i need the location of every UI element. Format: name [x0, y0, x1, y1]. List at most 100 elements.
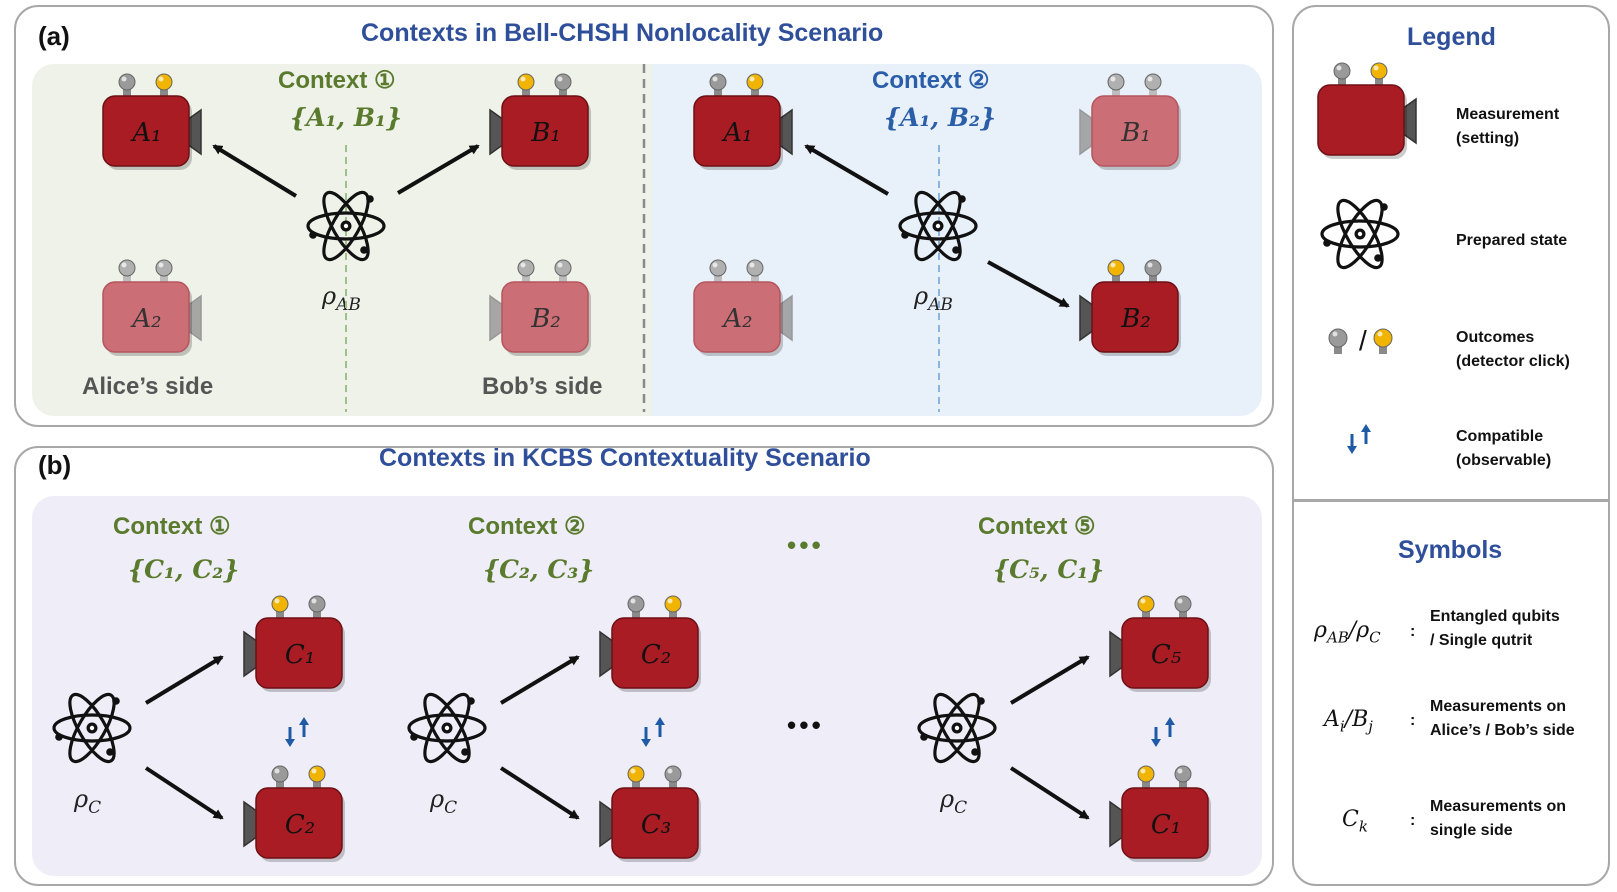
a-state-label-2: ρAB: [914, 282, 953, 315]
device-a2-ctx1-label: A₂: [132, 304, 162, 334]
symbol-ai-bj-colon: :: [1410, 712, 1416, 729]
symbol-ck: Ck: [1342, 807, 1368, 836]
symbol-rho-colon: :: [1410, 623, 1416, 640]
arrow-a-ctx1-to-a1: [212, 144, 298, 198]
b-context1-set: {C₁, C₂}: [128, 555, 240, 584]
b-context2-label: Context ②: [468, 513, 586, 540]
legend-outcomes-slash: /: [1359, 325, 1367, 356]
device-c3-ctx2: [599, 765, 701, 862]
device-b2-ctx2-body: B₂: [1092, 282, 1178, 352]
symbol-rho: ρAB/ρC: [1314, 618, 1381, 647]
atom-b-ctx1: [52, 686, 132, 770]
legend-outcome-bulbs: [1328, 328, 1393, 354]
device-b2-ctx2: [1079, 259, 1181, 356]
device-a1-ctx1-body: A₁: [103, 96, 189, 166]
b-state-label-1: ρC: [74, 785, 102, 818]
symbol-rho-line1: Entangled qubits: [1430, 608, 1560, 625]
device-a2-ctx1: [102, 259, 202, 356]
legend-title: Legend: [1407, 23, 1496, 51]
device-c3-ctx2-body: C₃: [612, 788, 698, 858]
arrow-b-ctx2-down: [499, 766, 580, 820]
device-a2-ctx2: [693, 259, 793, 356]
legend-panel: Legend Measurement (setting) Prepared st…: [1292, 5, 1610, 886]
b-diagram-ellipsis: • • •: [787, 710, 821, 740]
arrow-a-ctx1-to-b1: [396, 144, 480, 195]
b-context1-label: Context ①: [113, 513, 231, 540]
device-b1-ctx1-label: B₁: [531, 118, 561, 148]
device-b1-ctx1: [489, 73, 591, 170]
arrow-a-ctx2-to-b2: [987, 260, 1070, 308]
symbol-ck-line1: Measurements on: [1430, 798, 1567, 815]
device-c1-ctx1: [243, 595, 345, 692]
device-b2-ctx1-body: B₂: [502, 282, 588, 352]
panel-a-letter: (a): [38, 21, 70, 51]
legend-device: [1317, 62, 1417, 159]
symbols-title: Symbols: [1398, 536, 1503, 564]
device-c2-ctx2: [599, 595, 701, 692]
device-c3-ctx2-label: C₃: [640, 810, 672, 840]
a-context1-label: Context ①: [278, 67, 396, 94]
device-c1-ctx5: [1109, 765, 1211, 862]
b-context5-set: {C₅, C₁}: [993, 555, 1105, 584]
device-b1-ctx2: [1079, 73, 1181, 170]
legend-compatible-label: Compatible: [1456, 428, 1544, 445]
legend-atom: [1320, 192, 1400, 276]
a-context2-label: Context ②: [872, 67, 990, 94]
atom-b-ctx2: [407, 686, 487, 770]
b-context2-set: {C₂, C₃}: [483, 555, 595, 584]
b-state-label-2: ρC: [430, 785, 458, 818]
device-b2-ctx1: [489, 259, 591, 356]
a-context1-set: {A₁, B₁}: [290, 103, 402, 132]
compatible-icon-ctx1: [285, 717, 309, 747]
symbol-ai-bj: Ai/Bj: [1324, 707, 1373, 736]
device-b2-ctx1-label: B₂: [531, 304, 561, 334]
b-context-ellipsis: • • •: [787, 530, 821, 560]
device-b1-ctx2-body: B₁: [1092, 96, 1178, 166]
device-c1-ctx1-label: C₁: [284, 640, 316, 670]
device-c5-ctx5: [1109, 595, 1211, 692]
device-c2-ctx2-label: C₂: [640, 640, 672, 670]
device-a2-ctx2-body: A₂: [694, 282, 780, 352]
device-c5-ctx5-body: C₅: [1122, 618, 1208, 688]
arrow-a-ctx2-to-a1: [804, 144, 890, 196]
symbol-ck-line2: single side: [1430, 822, 1513, 839]
device-c2-ctx1-body: C₂: [256, 788, 342, 858]
legend-device-body: [1318, 85, 1404, 155]
legend-divider: [1294, 499, 1608, 502]
legend-outcomes-sub: (detector click): [1456, 353, 1570, 370]
legend-outcomes-label: Outcomes: [1456, 329, 1535, 346]
panel-b-letter: (b): [38, 450, 72, 480]
device-a1-ctx2: [693, 73, 793, 170]
arrow-b-ctx5-down: [1009, 766, 1090, 820]
b-state-label-3: ρC: [940, 785, 968, 818]
device-b2-ctx2-label: B₂: [1121, 304, 1151, 334]
symbol-ai-bj-line2: Alice’s / Bob’s side: [1430, 722, 1575, 739]
device-b1-ctx1-body: B₁: [502, 96, 588, 166]
device-c2-ctx1: [243, 765, 345, 862]
device-a1-ctx2-label: A₁: [723, 118, 753, 148]
panel-a-title: Contexts in Bell-CHSH Nonlocality Scenar…: [361, 19, 884, 47]
legend-measurement-label: Measurement: [1456, 106, 1560, 123]
symbol-rho-line2: / Single qutrit: [1430, 632, 1533, 649]
legend-compatible-sub: (observable): [1456, 452, 1552, 469]
device-c2-ctx2-body: C₂: [612, 618, 698, 688]
device-b1-ctx2-label: B₁: [1121, 118, 1151, 148]
symbol-ai-bj-line1: Measurements on: [1430, 698, 1567, 715]
legend-state-label: Prepared state: [1456, 232, 1568, 249]
arrow-b-ctx2-up: [499, 655, 580, 705]
panel-b-title: Contexts in KCBS Contextuality Scenario: [379, 444, 871, 472]
device-c2-ctx1-label: C₂: [284, 810, 316, 840]
device-a1-ctx1-label: A₁: [132, 118, 162, 148]
atom-b-ctx5: [917, 686, 997, 770]
compatible-icon-ctx2: [641, 717, 665, 747]
device-c1-ctx5-body: C₁: [1122, 788, 1208, 858]
legend-compatible-icon: [1347, 424, 1371, 454]
device-c1-ctx1-body: C₁: [256, 618, 342, 688]
device-a2-ctx2-label: A₂: [723, 304, 753, 334]
device-a1-ctx1: [102, 73, 202, 170]
bob-side-label: Bob’s side: [482, 373, 603, 400]
legend-measurement-sub: (setting): [1456, 130, 1520, 147]
arrow-b-ctx1-down: [144, 766, 224, 820]
device-a1-ctx2-body: A₁: [694, 96, 780, 166]
